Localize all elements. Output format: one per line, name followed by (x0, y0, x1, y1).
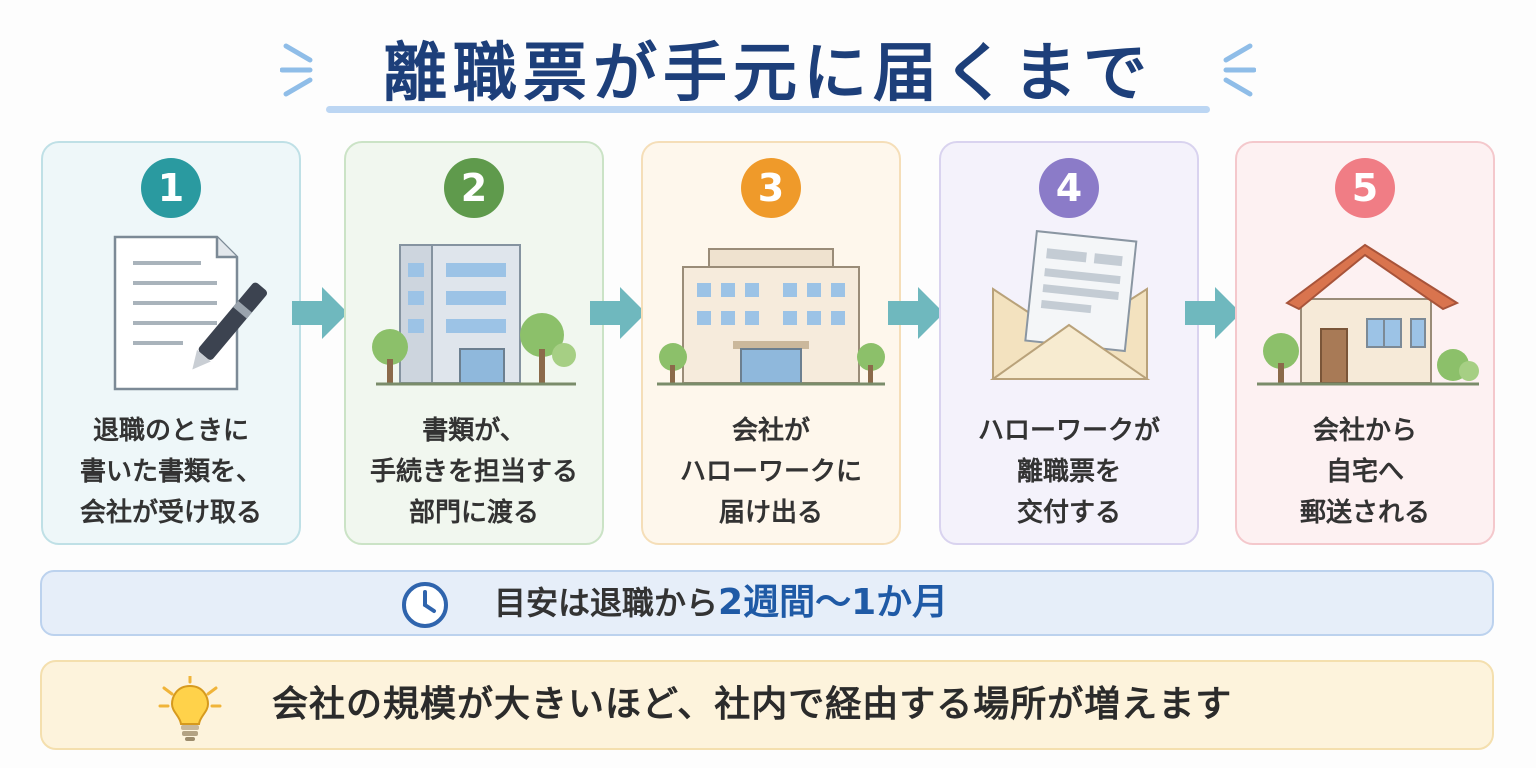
tip-banner: 会社の規模が大きいほど、社内で経由する場所が増えます (40, 660, 1494, 750)
tip-text: 会社の規模が大きいほど、社内で経由する場所が増えます (272, 684, 1233, 725)
step-number-badge: 1 (141, 158, 201, 218)
step-description: 会社が ハローワークに 届け出る (679, 416, 862, 528)
house-icon (1257, 243, 1479, 386)
step-description: 退職のときに 書いた書類を、 会社が受け取る (79, 416, 262, 528)
step-number-badge: 3 (741, 158, 801, 218)
flow-arrow-2-icon (590, 287, 646, 339)
step-description: ハローワークが 離職票を 交付する (977, 416, 1160, 528)
duration-text: 目安は退職から2週間〜1か月 (494, 582, 949, 623)
document-pen-icon (113, 235, 268, 391)
step-card-1: 1 退職のときに 書いた書類を、 会社が受け取る (41, 141, 301, 545)
flow-arrow-4-icon (1185, 287, 1241, 339)
duration-banner: 目安は退職から2週間〜1か月 (40, 570, 1494, 636)
step-number-badge: 5 (1335, 158, 1395, 218)
step-description: 会社から 自宅へ 郵送される (1299, 416, 1430, 528)
lightbulb-icon (158, 676, 222, 741)
step-number-badge: 2 (444, 158, 504, 218)
title-underline (326, 106, 1210, 113)
sparkle-left-icon (280, 43, 313, 97)
page-title: 離職票が手元に届くまで (383, 37, 1153, 111)
flow-arrow-1-icon (292, 287, 348, 339)
sparkle-right-icon (1223, 43, 1256, 97)
step-card-3: 3 会社が ハローワークに 届け出る (641, 141, 901, 545)
step-description: 書類が、 手続きを担当する 部門に渡る (369, 416, 578, 528)
flow-arrow-3-icon (888, 287, 944, 339)
step-card-5: 5 会社から 自宅へ 郵送される (1235, 141, 1495, 545)
duration-highlight: 2週間〜1か月 (718, 582, 949, 623)
step-card-2: 2 書類が、 手続きを担当する 部門に渡る (344, 141, 604, 545)
envelope-letter-icon (989, 230, 1151, 380)
company-building-icon (657, 248, 885, 386)
step-card-4: 4 ハローワークが 離職票を 交付する (939, 141, 1199, 545)
office-building-icon (372, 244, 576, 386)
clock-icon (402, 582, 448, 628)
title-area: 離職票が手元に届くまで (280, 14, 1256, 118)
step-number-badge: 4 (1039, 158, 1099, 218)
